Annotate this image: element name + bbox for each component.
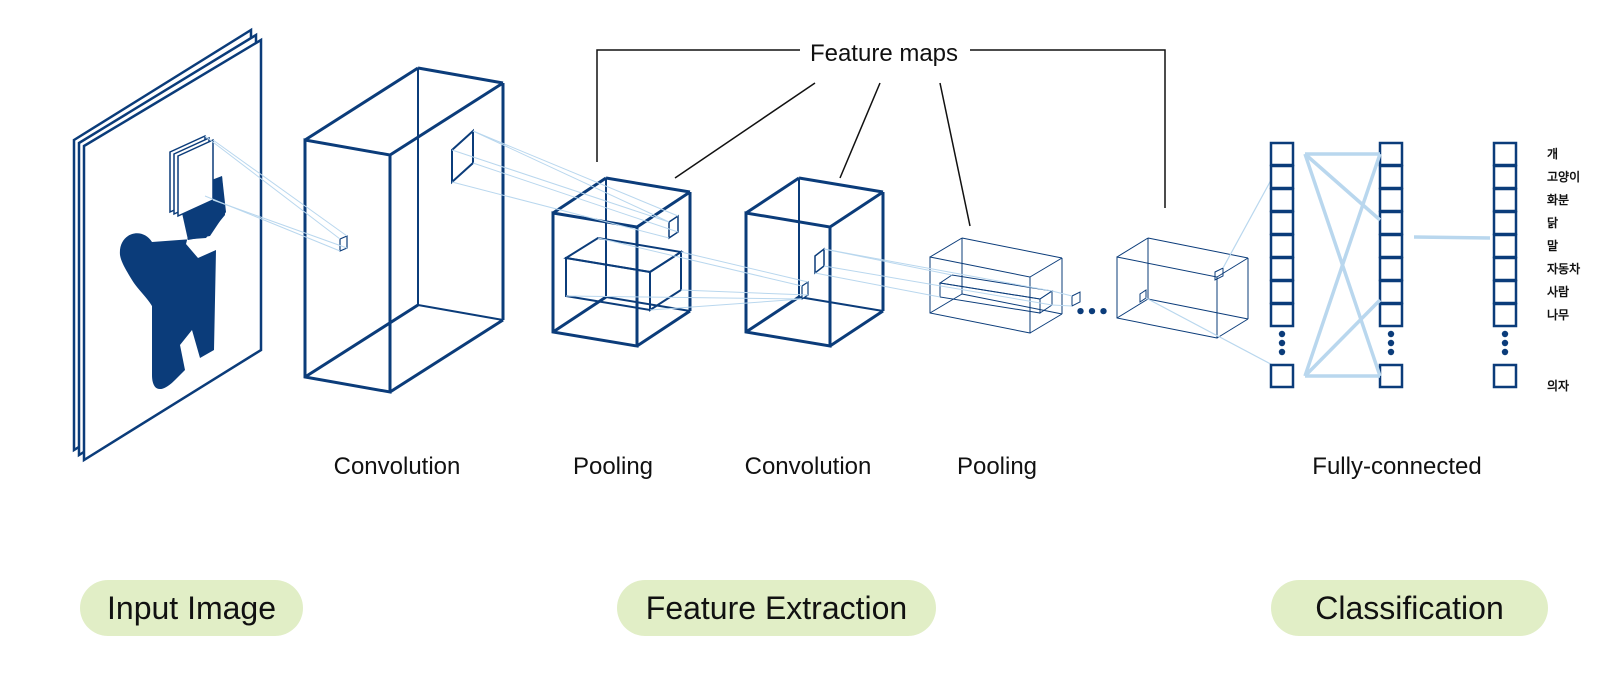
layer-label-convolution-1: Convolution xyxy=(334,453,461,480)
conv2-pool2-rays xyxy=(814,248,1073,307)
fc-ellipsis-dot xyxy=(1387,339,1395,347)
layer-label-convolution-2: Convolution xyxy=(745,453,872,480)
class-label: 사람 xyxy=(1547,284,1569,299)
pool1-conv2-rays xyxy=(565,237,809,311)
feature-maps-bracket xyxy=(596,49,1166,227)
stage-pill-classification: Classification xyxy=(1271,580,1548,636)
fc-node xyxy=(1269,210,1295,236)
fc-node xyxy=(1269,164,1295,190)
fc-node xyxy=(1378,141,1404,167)
class-label: 개 xyxy=(1547,147,1558,161)
fc-node xyxy=(1269,187,1295,213)
conv2-cell xyxy=(801,280,809,301)
fc-ellipsis-dot xyxy=(1278,330,1286,338)
class-label: 닭 xyxy=(1547,215,1558,230)
fc-node xyxy=(1492,187,1518,213)
class-label: 말 xyxy=(1547,239,1558,253)
layer-label-pooling-1: Pooling xyxy=(573,453,653,480)
fc-node xyxy=(1269,363,1295,389)
fc-ellipsis-dot xyxy=(1501,339,1509,347)
pool1-block xyxy=(551,176,692,348)
fc-node xyxy=(1492,233,1518,259)
fc-node xyxy=(1269,302,1295,328)
fc-ellipsis-dot xyxy=(1387,330,1395,338)
pool1-cell xyxy=(668,214,679,240)
conv2-patch xyxy=(814,247,825,275)
fc-node xyxy=(1378,279,1404,305)
fc-node xyxy=(1378,256,1404,282)
layer-label-pooling-2: Pooling xyxy=(957,453,1037,480)
class-label: 나무 xyxy=(1547,307,1569,322)
conv1-block xyxy=(303,66,505,394)
fc-node xyxy=(1378,302,1404,328)
feature-maps-label: Feature maps xyxy=(810,40,958,67)
class-label: 의자 xyxy=(1547,378,1569,393)
fc-ellipsis-dot xyxy=(1278,339,1286,347)
fc-ellipsis-dot xyxy=(1387,348,1395,356)
fc-ellipsis-dot xyxy=(1501,348,1509,356)
fc-node xyxy=(1269,141,1295,167)
fc-node xyxy=(1492,164,1518,190)
input-conv1-rays xyxy=(204,135,348,252)
fc-node xyxy=(1269,256,1295,282)
fc-node xyxy=(1378,363,1404,389)
fc-node xyxy=(1378,187,1404,213)
conv1-patch xyxy=(451,128,474,185)
fc-connections xyxy=(1303,152,1491,378)
stage-pill-feature-extraction: Feature Extraction xyxy=(617,580,936,636)
fc-node xyxy=(1378,210,1404,236)
fc-node xyxy=(1492,210,1518,236)
ellipsis: ••• xyxy=(1075,302,1110,323)
fc-node xyxy=(1492,363,1518,389)
class-label: 고양이 xyxy=(1547,169,1580,184)
to-fc-rays xyxy=(1145,159,1283,371)
input-patch xyxy=(169,134,214,218)
conv1-cell xyxy=(339,235,348,252)
fc-node xyxy=(1492,279,1518,305)
conv1-pool1-rays xyxy=(451,130,679,239)
fc-node xyxy=(1269,233,1295,259)
final-feature-map xyxy=(1116,237,1249,339)
class-label: 자동차 xyxy=(1547,261,1580,276)
class-label: 화분 xyxy=(1547,192,1569,207)
fc-node xyxy=(1378,233,1404,259)
fc-ellipsis-dot xyxy=(1278,348,1286,356)
fc-ellipsis-dot xyxy=(1501,330,1509,338)
fc-node xyxy=(1492,141,1518,167)
pool2-cell xyxy=(1071,291,1081,307)
fully-connected-layers xyxy=(1269,141,1518,389)
layer-label-fully-connected: Fully-connected xyxy=(1312,453,1481,480)
fc-node xyxy=(1492,302,1518,328)
stage-pill-input-image: Input Image xyxy=(80,580,303,636)
pool2-block xyxy=(929,237,1063,334)
fc-node xyxy=(1378,164,1404,190)
fc-node xyxy=(1492,256,1518,282)
fc-node xyxy=(1269,279,1295,305)
